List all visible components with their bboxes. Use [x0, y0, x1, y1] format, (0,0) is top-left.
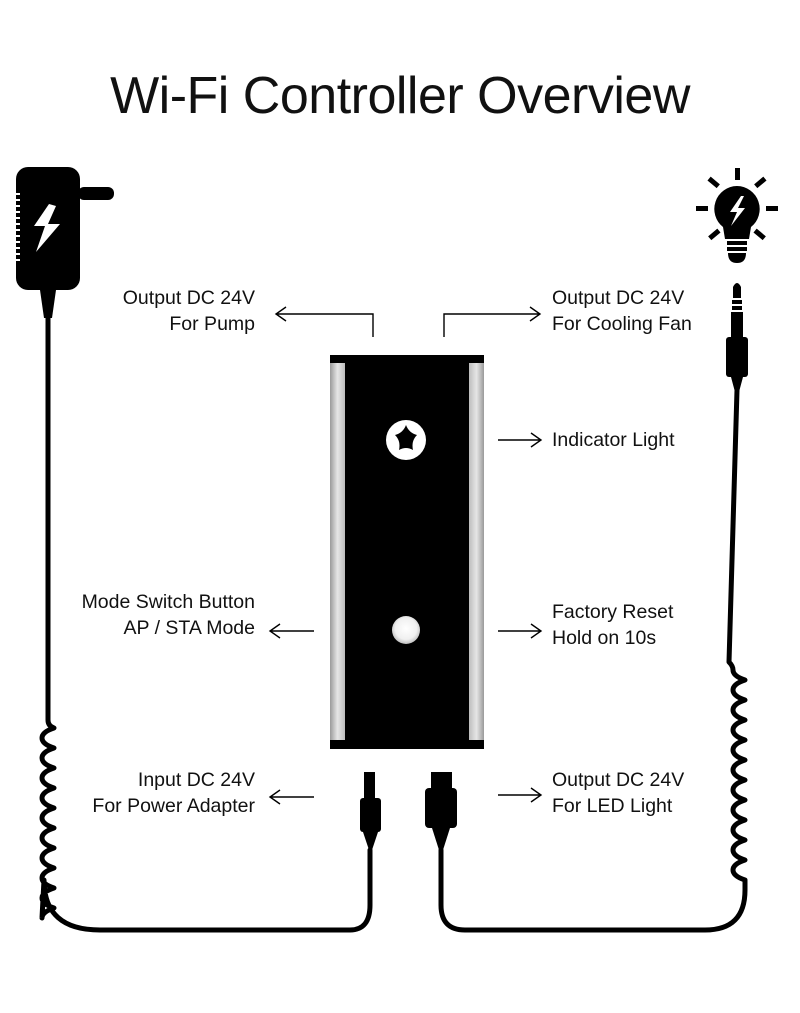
arrow-indicator — [498, 432, 543, 448]
arrow-cooling-fan — [443, 306, 542, 337]
mode-reset-button[interactable] — [392, 616, 420, 644]
lightning-icon — [34, 204, 60, 252]
power-cord — [39, 315, 373, 933]
arrow-factory-reset — [498, 623, 543, 639]
star-indicator-icon — [395, 425, 417, 450]
led-output-plug — [425, 772, 457, 850]
controller-housing — [330, 355, 484, 749]
arrow-led-output — [498, 787, 543, 803]
arrow-mode-switch — [268, 623, 314, 639]
label-cooling-fan-output: Output DC 24V For Cooling Fan — [552, 287, 692, 335]
label-factory-reset: Factory Reset Hold on 10s — [552, 601, 674, 649]
label-pump-output: Output DC 24V For Pump — [122, 287, 255, 335]
led-light-cord — [438, 387, 748, 933]
arrow-power-input — [268, 789, 314, 805]
arrow-pump — [274, 306, 374, 337]
page-title: Wi-Fi Controller Overview — [110, 67, 690, 125]
light-bulb-icon — [696, 168, 778, 263]
label-power-input: Input DC 24V For Power Adapter — [92, 769, 255, 817]
label-mode-switch: Mode Switch Button AP / STA Mode — [81, 591, 255, 639]
audio-jack-icon — [726, 283, 748, 392]
label-led-output: Output DC 24V For LED Light — [552, 769, 685, 817]
power-adapter-icon — [16, 167, 114, 318]
label-indicator-light: Indicator Light — [552, 429, 675, 451]
callout-arrows — [268, 306, 543, 805]
indicator-light-icon — [386, 420, 426, 460]
dc-input-plug — [360, 772, 381, 850]
